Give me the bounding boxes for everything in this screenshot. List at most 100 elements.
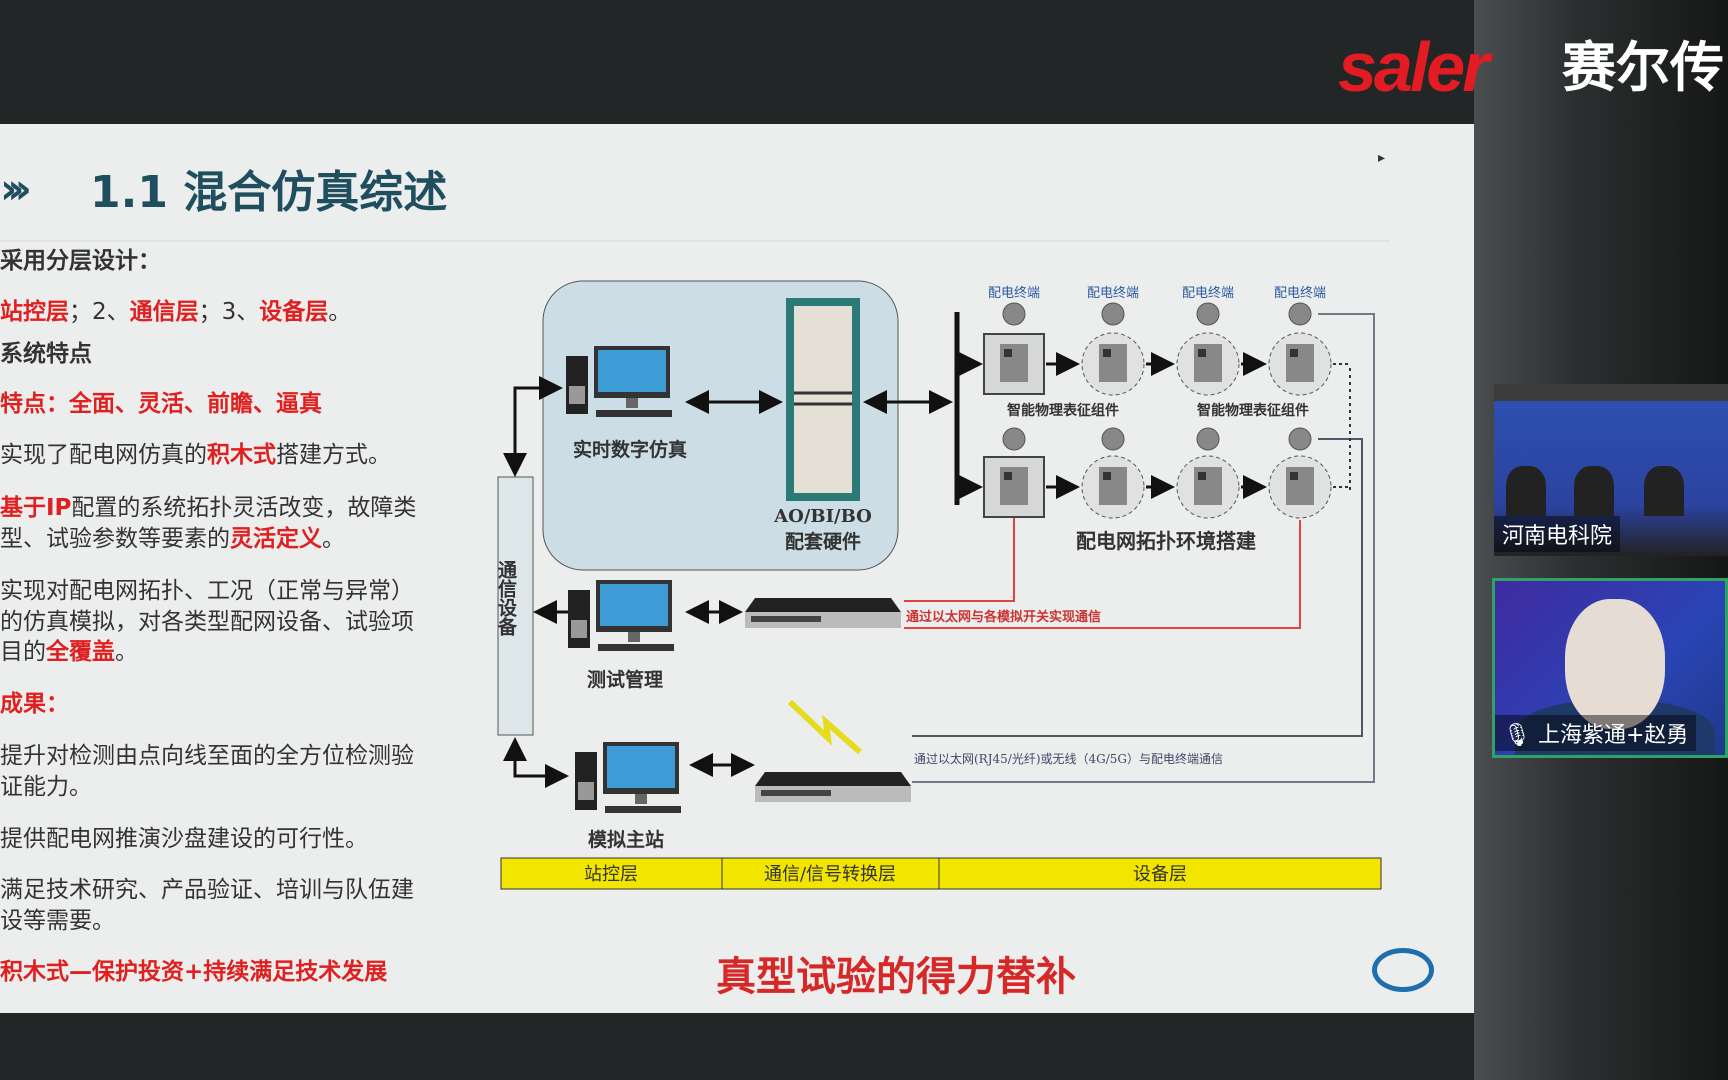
svg-text:AO/BI/BO: AO/BI/BO (773, 506, 872, 527)
text-segment: 提供配电网推演沙盘建设的可行性。 (0, 826, 368, 852)
device-icon (1000, 344, 1028, 382)
text-segment: 通信层 (129, 299, 199, 325)
master-station-computer-icon (575, 742, 681, 813)
svg-text:模拟主站: 模拟主站 (588, 828, 664, 851)
svg-text:测试管理: 测试管理 (587, 668, 663, 691)
slide-text-line: 提升对检测由点向线至面的全方位检测验 (0, 742, 414, 770)
slide-text-line: 证能力。 (0, 773, 92, 801)
text-segment: 积木式 (207, 442, 276, 468)
text-segment: 证能力。 (0, 774, 92, 800)
text-segment: 的仿真模拟，对各类型配网设备、试验项 (0, 609, 414, 635)
layer-station: 站控层 (584, 864, 638, 885)
text-segment: ；3、 (198, 299, 260, 325)
terminal-icon (1002, 427, 1026, 451)
text-segment: 搭建方式。 (276, 442, 391, 468)
text-segment: 积木式—保护投资+持续满足技术发展 (0, 959, 388, 985)
layer-bar: 站控层 通信/信号转换层 设备层 (500, 857, 1382, 890)
device-icon (1286, 344, 1314, 382)
slide-tagline: 真型试验的得力替补 (716, 954, 1076, 1000)
text-segment: 实现对配电网拓扑、工况（正常与异常） (0, 578, 414, 604)
svg-text:配电网拓扑环境搭建: 配电网拓扑环境搭建 (1076, 529, 1256, 553)
microphone-icon: 🎙 (1503, 723, 1531, 748)
architecture-diagram: 实时数字仿真 AO/BI/BO 配套硬件 通信设备 测试管理 模拟主站 通过以太… (495, 280, 1382, 890)
text-segment: 目的 (0, 639, 46, 665)
device-icon (1099, 467, 1127, 505)
text-segment: 全覆盖 (46, 639, 115, 665)
text-segment: 系统特点 (0, 341, 92, 367)
text-segment: 站控层 (0, 299, 69, 325)
participant-tile-2-active[interactable]: 🎙 上海紫通+赵勇 (1492, 578, 1728, 758)
comm-device-box (497, 476, 534, 736)
device-icon (1194, 344, 1222, 382)
terminal-label: 配电终端 (1087, 285, 1139, 301)
wireless-switch-icon (755, 772, 911, 802)
terminal-label: 配电终端 (1182, 285, 1234, 301)
svg-text:通过以太网(RJ45/光纤)或无线（4G/5G）与配电终端通: 通过以太网(RJ45/光纤)或无线（4G/5G）与配电终端通信 (914, 751, 1223, 766)
terminal-icon (1288, 427, 1312, 451)
slide-text-line: 系统特点 (0, 340, 92, 368)
text-segment: 设备层 (259, 299, 329, 325)
device-icon (1099, 344, 1127, 382)
participant-tile-1[interactable]: 河南电科院 (1494, 384, 1728, 556)
comm-label: 通信设备 (495, 560, 518, 637)
slide-text-line: 提供配电网推演沙盘建设的可行性。 (0, 825, 368, 853)
video-bottom-bar (0, 1013, 1474, 1080)
terminal-icon (1196, 302, 1220, 326)
title-divider (0, 240, 1390, 242)
slide-title: 1.1 混合仿真综述 (90, 167, 448, 218)
terminal-icon (1288, 302, 1312, 326)
terminal-icon (1101, 302, 1125, 326)
slide-text-line: 基于IP配置的系统拓扑灵活改变，故障类 (0, 494, 416, 522)
terminal-icon (1101, 427, 1125, 451)
participant-name: 河南电科院 (1494, 516, 1621, 552)
text-segment: 。 (322, 526, 345, 552)
svg-text:配套硬件: 配套硬件 (785, 530, 861, 553)
svg-text:智能物理表征组件: 智能物理表征组件 (1006, 402, 1119, 419)
slide-text-line: 目的全覆盖。 (0, 638, 138, 666)
text-segment: 满足技术研究、产品验证、培训与队伍建 (0, 877, 414, 903)
text-segment: 实现了配电网仿真的 (0, 442, 207, 468)
slide-text-line: 实现对配电网拓扑、工况（正常与异常） (0, 577, 414, 605)
text-segment: 配置的系统拓扑灵活改变，故障类 (71, 495, 417, 521)
sim-label: 实时数字仿真 (573, 438, 687, 461)
text-segment: 设等需要。 (0, 908, 115, 934)
slide-text-line: 采用分层设计： (0, 247, 161, 275)
layer-comm: 通信/信号转换层 (764, 864, 896, 885)
slide-text-line: 设等需要。 (0, 907, 115, 935)
slide-text-line: 实现了配电网仿真的积木式搭建方式。 (0, 441, 391, 469)
saler-logo: saler (1338, 28, 1489, 106)
test-management-computer-icon (568, 580, 674, 651)
text-segment: 成果： (0, 691, 69, 717)
text-segment: 灵活定义 (230, 526, 322, 552)
slide-text-line: 满足技术研究、产品验证、培训与队伍建 (0, 876, 414, 904)
terminal-label: 配电终端 (988, 285, 1040, 301)
wireless-icon (787, 699, 862, 755)
slide-text-line: 成果： (0, 690, 69, 718)
text-segment: 。 (328, 299, 352, 325)
text-segment: 采用分层设计： (0, 248, 161, 274)
svg-text:通过以太网与各模拟开关实现通信: 通过以太网与各模拟开关实现通信 (906, 609, 1101, 625)
terminal-icon (1196, 427, 1220, 451)
participant-name: 上海紫通+赵勇 (1537, 723, 1689, 748)
text-segment: 特点：全面、灵活、前瞻、逼真 (0, 391, 322, 417)
svg-text:智能物理表征组件: 智能物理表征组件 (1196, 402, 1309, 419)
text-segment: ；2、 (69, 299, 130, 325)
device-icon (1286, 467, 1314, 505)
terminal-label: 配电终端 (1274, 285, 1326, 301)
video-top-bar (0, 0, 1474, 124)
slide-text-line: 站控层；2、通信层；3、设备层。 (0, 298, 351, 326)
mouse-cursor-icon: ▸ (1378, 150, 1386, 166)
slide-text-line: 积木式—保护投资+持续满足技术发展 (0, 958, 387, 986)
text-segment: 基于IP (0, 495, 72, 521)
company-logo-icon (1372, 948, 1434, 992)
saler-logo-cn: 赛尔传 (1562, 36, 1724, 99)
terminal-icon (1002, 302, 1026, 326)
switch-icon (745, 598, 901, 628)
slide-text-line: 型、试验参数等要素的灵活定义。 (0, 525, 345, 553)
text-segment: 。 (115, 639, 138, 665)
device-icon (1000, 467, 1028, 505)
text-segment: 型、试验参数等要素的 (0, 526, 230, 552)
slide-text-line: 特点：全面、灵活、前瞻、逼真 (0, 390, 322, 418)
device-icon (1194, 467, 1222, 505)
layer-device: 设备层 (1133, 864, 1187, 885)
